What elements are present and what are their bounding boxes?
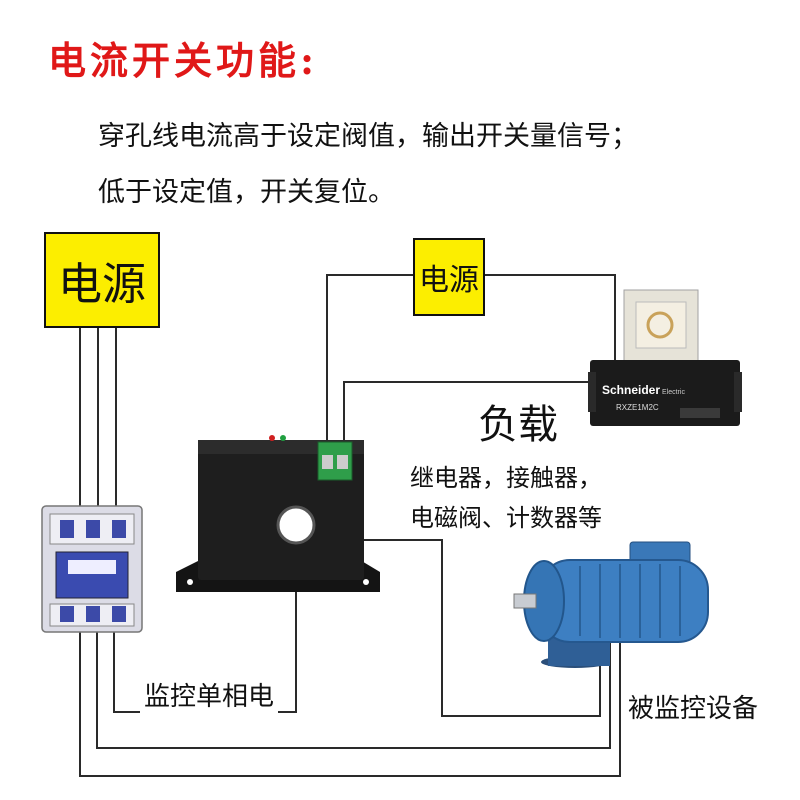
wire-motor-1 (79, 620, 621, 777)
wire-sensor-to-power (326, 274, 413, 450)
load-title: 负载 (478, 402, 558, 448)
power-supply-mid-box: 电源 (413, 238, 485, 316)
monitor-single-phase-label: 监控单相电 (140, 676, 279, 713)
relay-brand-sub: Electric (662, 389, 685, 396)
description-line-1: 穿孔线电流高于设定阀值，输出开关量信号； (98, 121, 638, 152)
description-line-2: 低于设定值，开关复位。 (98, 177, 395, 208)
load-description-line-2: 电磁阀、计数器等 (410, 504, 602, 532)
monitored-equipment-label: 被监控设备 (626, 688, 761, 725)
wire-sensor-to-relay (343, 381, 598, 450)
power-supply-left-box: 电源 (44, 232, 160, 328)
power-supply-left-label: 电源 (58, 259, 146, 310)
relay: Schneider Electric RXZE1M2C (588, 289, 742, 426)
page-title: 电流开关功能: (48, 38, 319, 83)
wire-motor-2 (96, 620, 611, 749)
relay-model: RXZE1M2C (616, 403, 659, 412)
ac-contactor (41, 505, 143, 633)
motor (513, 541, 709, 668)
wire-power-to-relay (485, 274, 616, 360)
load-description-line-1: 继电器，接触器， (410, 464, 602, 492)
power-supply-mid-label: 电源 (419, 263, 479, 298)
current-sensor (176, 435, 380, 592)
relay-brand: Schneider (602, 383, 660, 397)
